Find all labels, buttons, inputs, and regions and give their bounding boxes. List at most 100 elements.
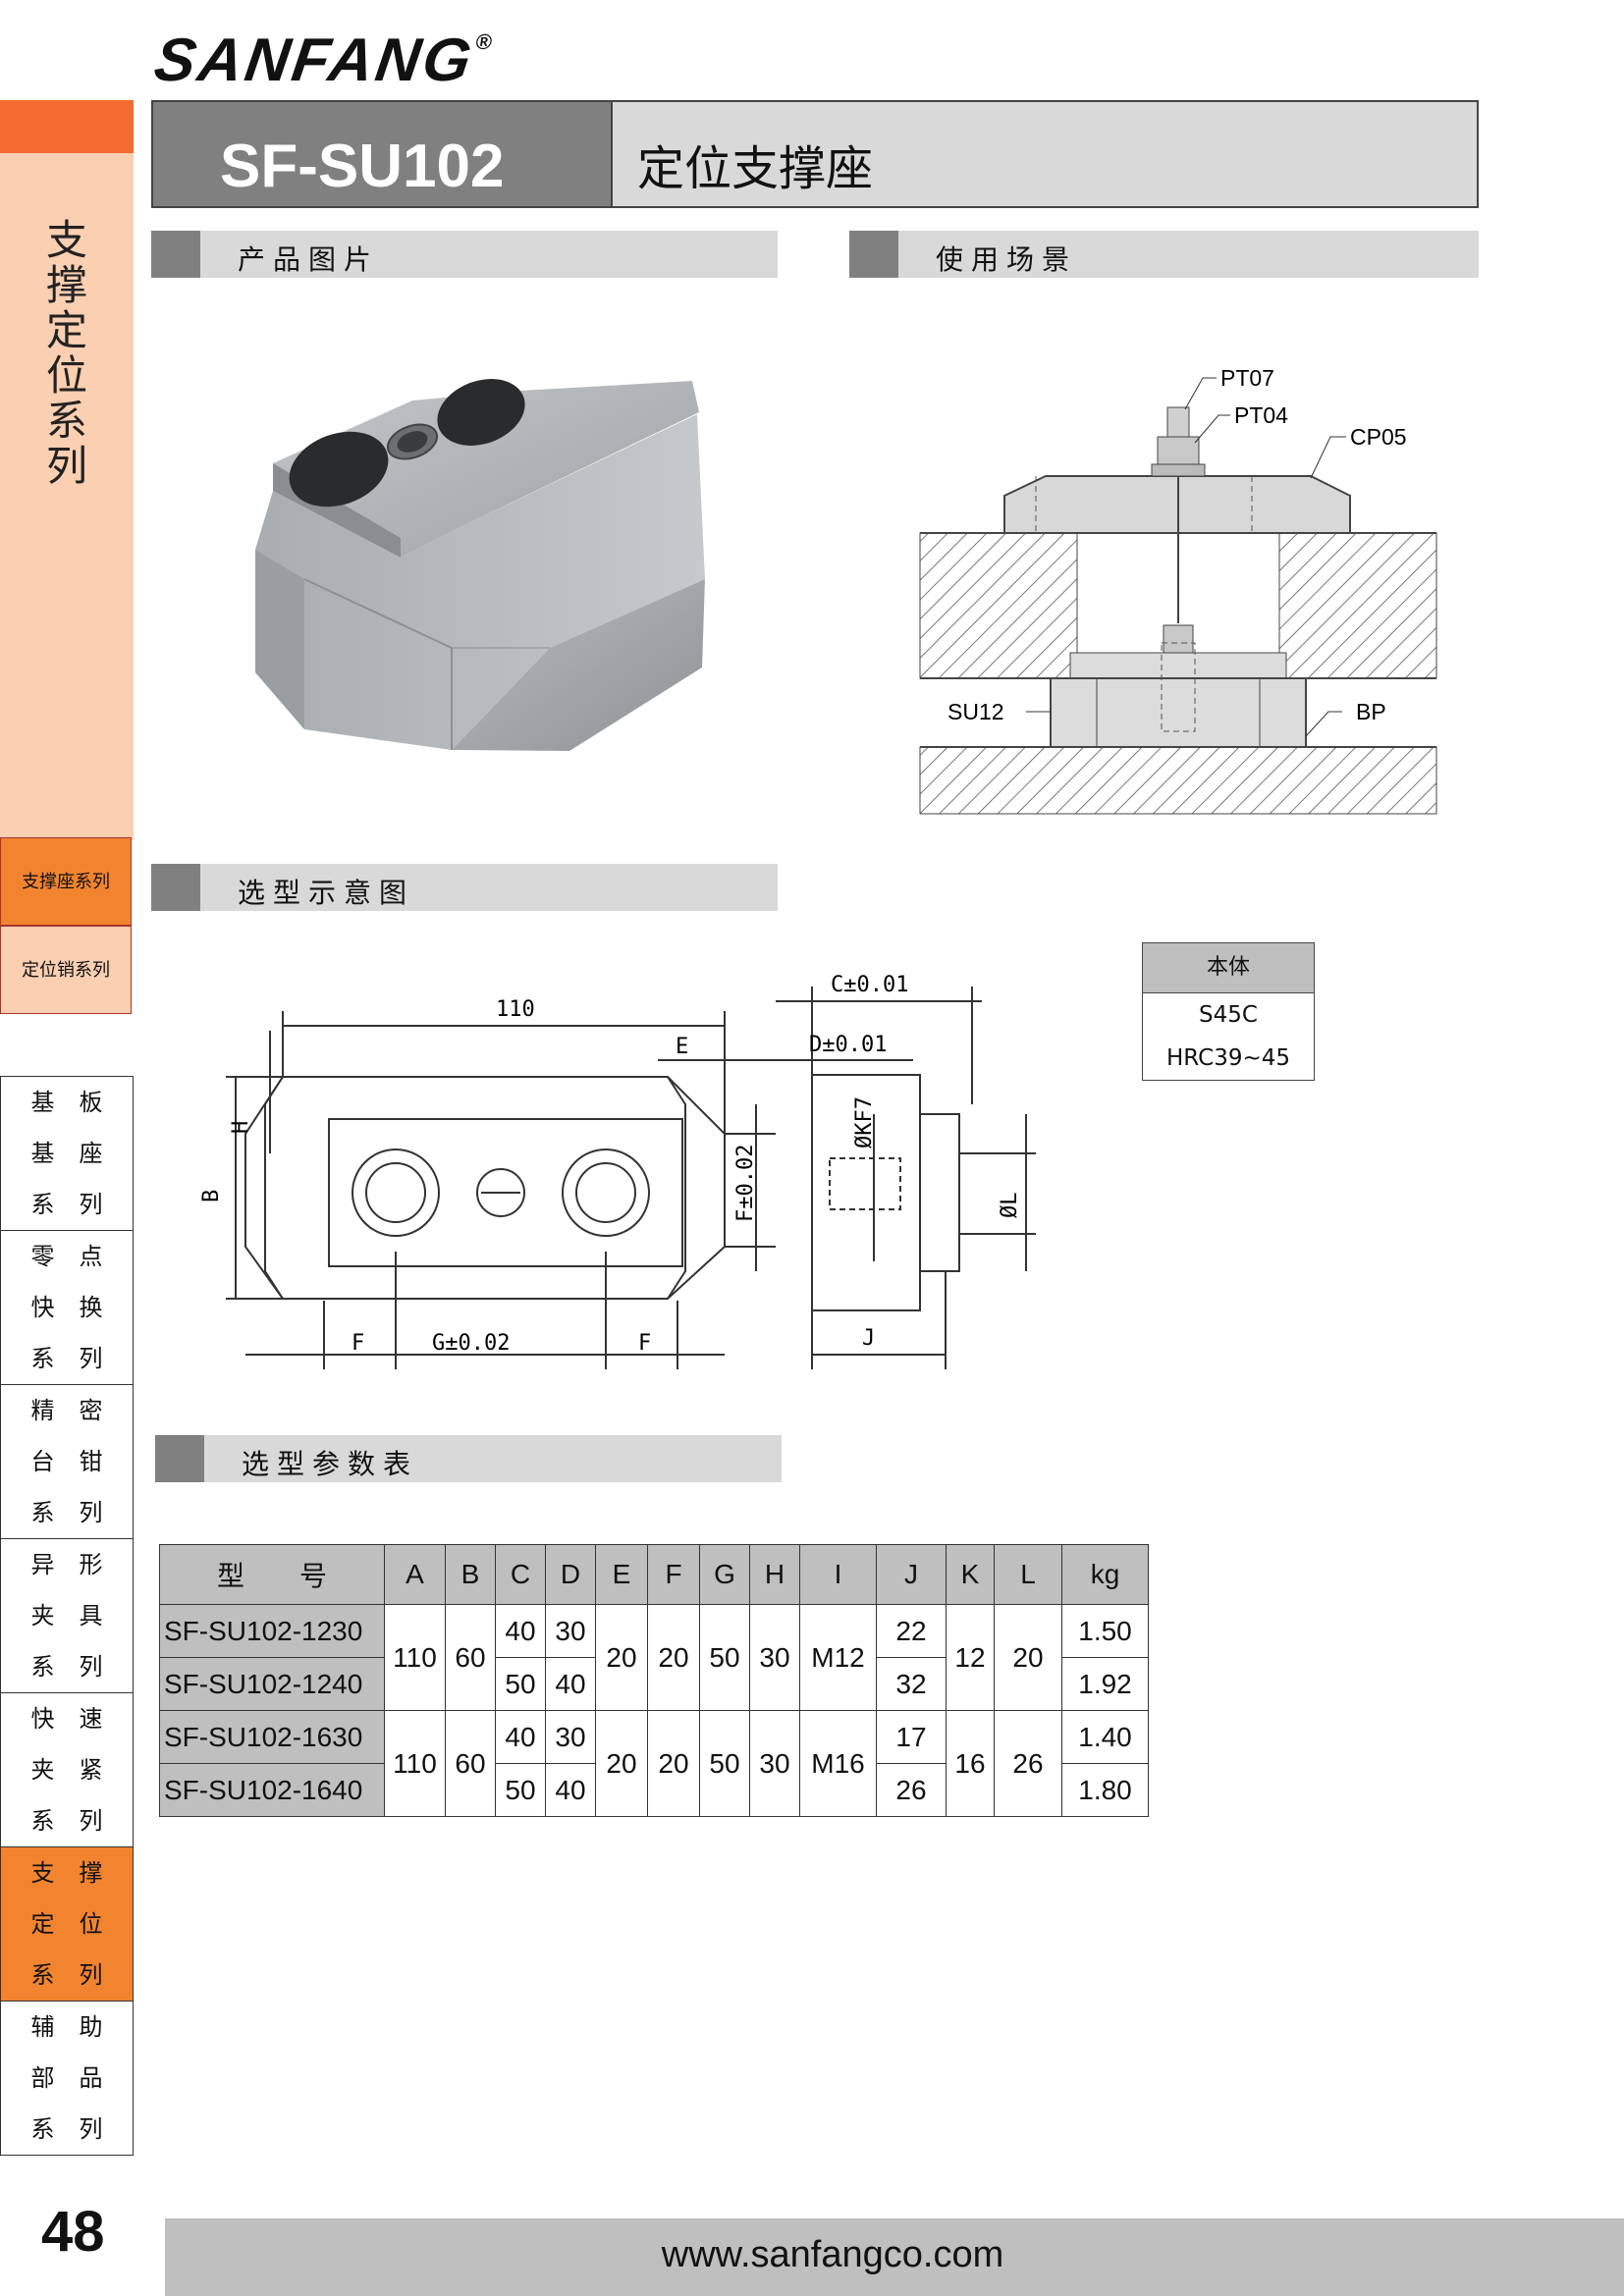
cell-d: 40 [545,1657,596,1711]
sidebar-nav-row: 基座 [1,1128,133,1179]
sidebar-nav-row: 精密 [1,1385,133,1436]
sidebar-accent-block [0,100,134,153]
label-bp: BP [1356,699,1386,724]
dim-l: ØL [998,1193,1022,1219]
sidebar-nav-group[interactable]: 支撑定位系列 [0,1847,134,2002]
cell-e: 20 [595,1604,648,1711]
section-parameter-table: 选型参数表 [155,1435,782,1482]
sidebar-sub-item-support[interactable]: 支撑座系列 [0,837,132,926]
parameter-table: 型 号 A B C D E F G H I J K L kg SF-SU102-… [159,1544,1149,1817]
sidebar-nav-char: 系 [30,1345,55,1372]
sidebar-nav-char: 基 [30,1089,55,1116]
footer-url[interactable]: www.sanfangco.com [661,2234,1004,2275]
cell-j: 32 [876,1657,947,1711]
cell-k: 16 [946,1710,995,1817]
table-header-row: 型 号 A B C D E F G H I J K L kg [159,1544,1149,1605]
sidebar-nav-char: 辅 [30,2013,55,2041]
sidebar-nav-char: 列 [79,1345,103,1372]
dim-110: 110 [496,997,535,1022]
cell-c: 50 [495,1763,546,1817]
col-kg: kg [1061,1544,1149,1605]
sidebar-nav-char: 台 [30,1448,55,1475]
sidebar-nav-char: 夹 [30,1602,55,1629]
sidebar-nav-char: 支 [30,1859,55,1887]
sidebar-nav-group[interactable]: 基板基座系列 [0,1077,134,1231]
dim-f-left: F [352,1331,364,1356]
sidebar-nav-char: 定 [30,1910,55,1938]
sidebar-nav-group[interactable]: 精密台钳系列 [0,1385,134,1539]
cell-b: 60 [445,1710,496,1817]
sidebar-nav-row: 系列 [1,2104,133,2155]
sidebar-nav-row: 系列 [1,1487,133,1538]
sidebar-nav-group[interactable]: 辅助部品系列 [0,2002,134,2156]
dim-f-right: F [638,1331,651,1356]
sidebar-nav-row: 辅助 [1,2002,133,2053]
table-row: SF-SU102-1630 110 60 40 30 20 20 50 30 M… [159,1710,1149,1817]
cell-j: 26 [876,1763,947,1817]
sidebar-nav-group[interactable]: 零点快换系列 [0,1231,134,1385]
dim-f-tol: F±0.02 [733,1145,758,1222]
cell-kg: 1.40 [1061,1710,1149,1764]
cell-model: SF-SU102-1630 [159,1710,385,1764]
dim-d-tol: D±0.01 [809,1033,887,1057]
sidebar-nav-row: 支撑 [1,1847,133,1898]
col-g: G [699,1544,750,1605]
table-row: SF-SU102-1240 50 40 32 1.92 [159,1657,1149,1711]
sidebar-nav-char: 快 [30,1294,55,1321]
sidebar-nav-char: 形 [79,1551,103,1578]
material-header: 本体 [1143,943,1314,993]
sidebar-nav-char: 异 [30,1551,55,1578]
cell-h: 30 [749,1604,800,1711]
sidebar-nav-char: 速 [79,1705,103,1733]
cell-g: 50 [699,1710,750,1817]
cell-k: 12 [946,1604,995,1711]
product-code: SF-SU102 [220,133,505,200]
cell-l: 20 [994,1604,1062,1711]
sidebar-nav-row: 定位 [1,1898,133,1949]
table-row: SF-SU102-1230 110 60 40 30 20 20 50 30 M… [159,1604,1149,1711]
sidebar-nav-char: 密 [79,1397,103,1424]
cell-g: 50 [699,1604,750,1711]
cell-model: SF-SU102-1230 [159,1604,385,1658]
label-pt07: PT07 [1220,365,1274,391]
col-k: K [946,1544,995,1605]
cell-d: 30 [545,1710,596,1764]
dim-kf7: ØKF7 [852,1096,877,1148]
sidebar-nav-char: 钳 [79,1448,103,1475]
section-title: 选型参数表 [242,1448,419,1480]
col-f: F [647,1544,700,1605]
page-number: 48 [41,2200,105,2264]
col-c: C [495,1544,546,1605]
sidebar-nav-char: 快 [30,1705,55,1733]
cell-c: 50 [495,1657,546,1711]
sidebar-nav-char: 系 [30,1191,55,1218]
sidebar-nav-char: 具 [79,1602,103,1629]
sidebar-nav-char: 列 [79,2115,103,2143]
sidebar-nav-char: 系 [30,1499,55,1526]
sidebar-nav-group[interactable]: 异形夹具系列 [0,1539,134,1693]
sidebar-nav-row: 异形 [1,1539,133,1590]
sidebar-nav-char: 列 [79,1961,103,1989]
table-row: SF-SU102-1640 50 40 26 1.80 [159,1763,1149,1817]
cell-kg: 1.80 [1061,1763,1149,1817]
sidebar-sub-item-pin[interactable]: 定位销系列 [0,926,132,1014]
cell-kg: 1.92 [1061,1657,1149,1711]
cell-l: 26 [994,1710,1062,1817]
dim-h: H [229,1121,253,1134]
sidebar-nav-char: 座 [79,1140,103,1167]
cell-d: 30 [545,1604,596,1658]
sidebar-nav-char: 基 [30,1140,55,1167]
cell-b: 60 [445,1604,496,1711]
cell-c: 40 [495,1604,546,1658]
sidebar-nav-char: 板 [79,1089,103,1116]
cell-kg: 1.50 [1061,1604,1149,1658]
sidebar-nav-row: 快换 [1,1282,133,1333]
sidebar-nav-group[interactable]: 快速夹紧系列 [0,1693,134,1847]
cell-i: M12 [799,1604,877,1711]
sidebar-nav-char: 点 [79,1243,103,1270]
dim-g-tol: G±0.02 [432,1331,510,1356]
sidebar-nav-char: 品 [79,2064,103,2092]
sidebar-nav-row: 夹紧 [1,1744,133,1795]
sidebar-nav-row: 系列 [1,1949,133,2001]
usage-scene-diagram: PT07 PT04 CP05 SU12 BP [919,365,1437,815]
